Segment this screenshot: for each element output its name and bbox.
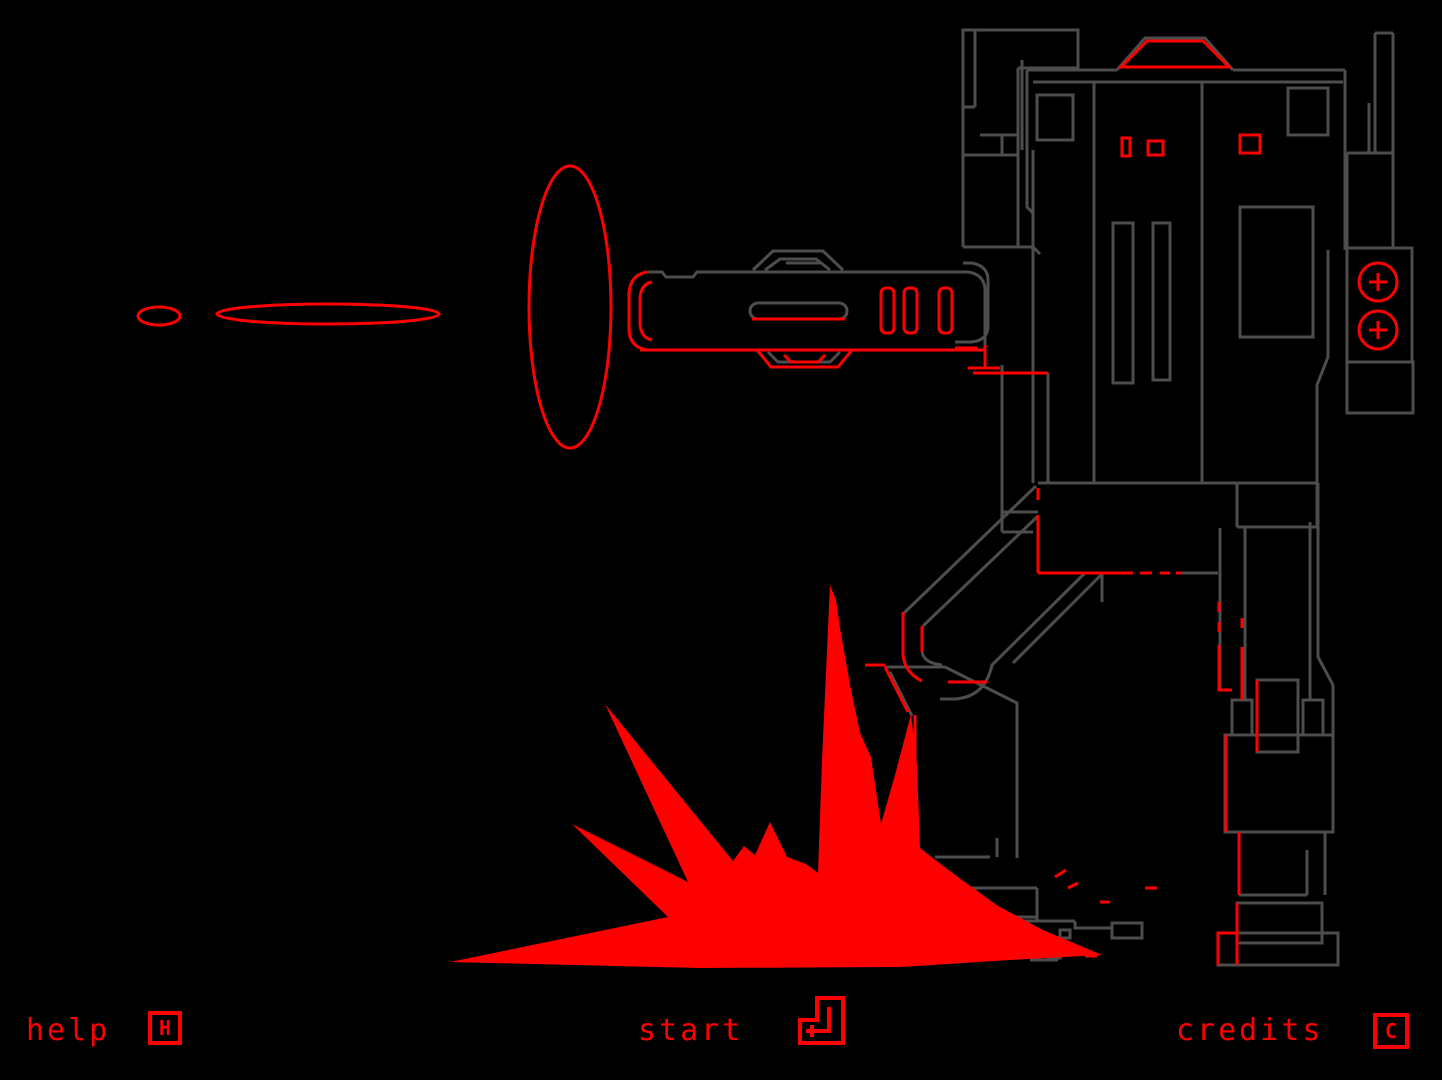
gun-vent-slot	[902, 286, 919, 335]
debris-red	[1030, 868, 1157, 958]
explosion-burst	[450, 585, 1157, 968]
mech-right-leg	[1216, 483, 1340, 967]
pod-dial-icon	[1357, 261, 1399, 303]
mech-wireframe-gray	[877, 28, 1415, 967]
mech-cockpit	[1117, 39, 1233, 69]
muzzle-ring	[527, 164, 613, 450]
gun-barrel	[627, 249, 1048, 375]
bullet-small	[136, 305, 182, 327]
gun-vent-slot	[937, 286, 954, 335]
credits-button[interactable]: credits	[1176, 1013, 1324, 1048]
mech-wireframe-red	[865, 39, 1399, 965]
mech-antenna	[1345, 31, 1395, 248]
h-key-icon[interactable]: H	[148, 1011, 182, 1045]
bullet-long	[215, 302, 441, 326]
start-button[interactable]: start	[638, 1013, 744, 1048]
gun-vent-slot	[879, 286, 896, 335]
help-button[interactable]: help	[26, 1013, 111, 1048]
pod-dial-icon	[1357, 309, 1399, 351]
mech-weapon-pod	[1345, 246, 1415, 415]
enter-key-icon[interactable]	[795, 993, 849, 1049]
c-key-icon[interactable]: C	[1373, 1013, 1409, 1049]
mech-head	[1115, 36, 1235, 71]
muzzle-flash	[136, 164, 613, 450]
